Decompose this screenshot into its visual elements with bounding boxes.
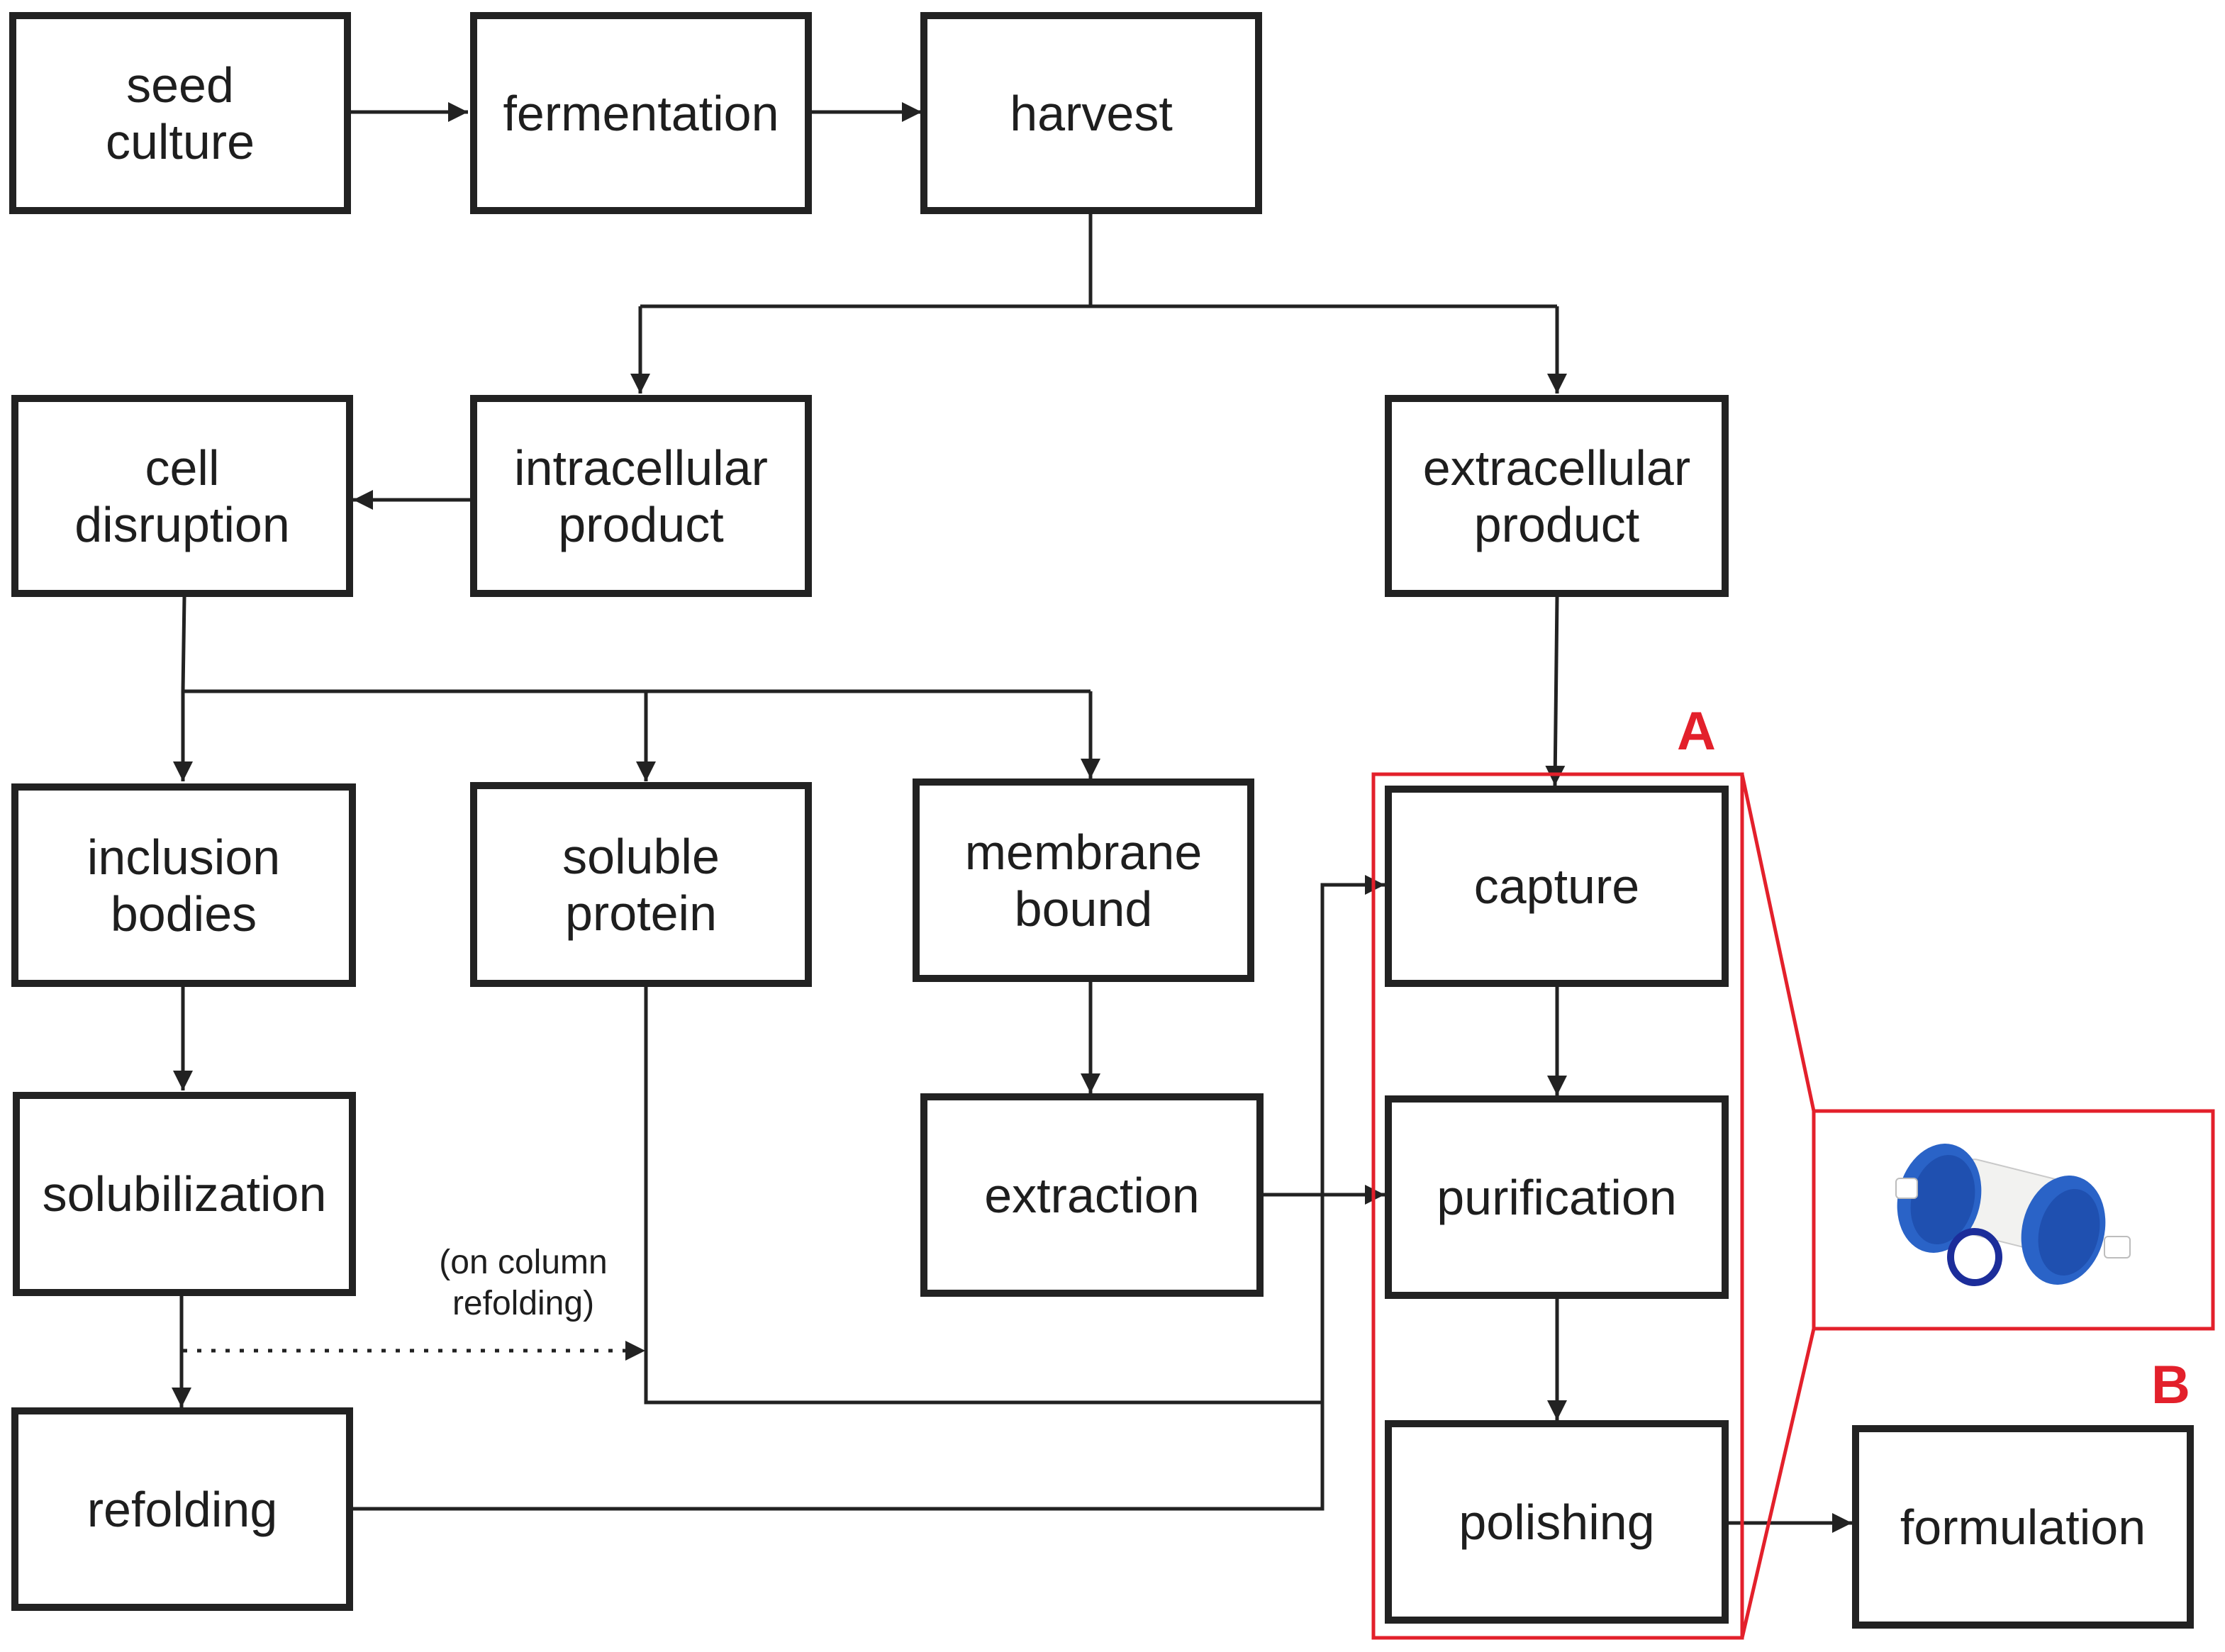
node-label: extracellular product bbox=[1422, 440, 1691, 552]
line-disruption-down bbox=[181, 596, 186, 692]
node-formulation: formulation bbox=[1852, 1425, 2194, 1629]
node-label: capture bbox=[1473, 859, 1640, 914]
node-label: inclusion bodies bbox=[87, 829, 281, 942]
node-label: solubilization bbox=[42, 1166, 327, 1222]
node-label: formulation bbox=[1900, 1499, 2146, 1555]
node-soluble-protein: soluble protein bbox=[470, 782, 812, 987]
node-solubilization: solubilization bbox=[13, 1092, 356, 1296]
section-label-a: A bbox=[1677, 701, 1716, 761]
arrow-extracellular-to-capture bbox=[1545, 596, 1566, 786]
node-label: soluble protein bbox=[562, 828, 720, 941]
node-seed-culture: seed culture bbox=[9, 12, 351, 214]
node-label: fermentation bbox=[503, 85, 779, 141]
node-membrane-bound: membrane bound bbox=[913, 778, 1254, 982]
node-label: intracellular product bbox=[514, 440, 768, 552]
node-capture: capture bbox=[1385, 786, 1729, 987]
node-label: refolding bbox=[87, 1481, 278, 1537]
node-label: seed culture bbox=[105, 57, 255, 169]
highlight-connector-bottom bbox=[1740, 1328, 1816, 1639]
node-intracellular-product: intracellular product bbox=[470, 395, 812, 597]
node-label: membrane bound bbox=[964, 824, 1203, 937]
node-purification: purification bbox=[1385, 1095, 1729, 1299]
section-label-b: B bbox=[2151, 1355, 2190, 1415]
highlight-connector-top bbox=[1740, 774, 1816, 1112]
highlight-box-a bbox=[1371, 772, 1744, 1640]
node-fermentation: fermentation bbox=[470, 12, 812, 214]
node-polishing: polishing bbox=[1385, 1420, 1729, 1624]
node-extraction: extraction bbox=[920, 1093, 1264, 1297]
node-cell-disruption: cell disruption bbox=[11, 395, 353, 597]
node-label: purification bbox=[1437, 1169, 1677, 1225]
node-label: extraction bbox=[984, 1167, 1200, 1223]
highlight-box-b bbox=[1812, 1109, 2215, 1331]
node-inclusion-bodies: inclusion bodies bbox=[11, 783, 356, 987]
node-refolding: refolding bbox=[11, 1407, 353, 1611]
node-harvest: harvest bbox=[920, 12, 1262, 214]
node-label: harvest bbox=[1010, 85, 1173, 141]
annotation-on-column-refolding: (on column refolding) bbox=[439, 1244, 608, 1322]
node-label: polishing bbox=[1459, 1494, 1655, 1550]
line-refolding-to-capture bbox=[353, 1402, 1325, 1511]
node-label: cell disruption bbox=[74, 440, 290, 552]
chromatography-column-icon bbox=[1895, 1144, 2131, 1286]
node-extracellular-product: extracellular product bbox=[1385, 395, 1729, 597]
